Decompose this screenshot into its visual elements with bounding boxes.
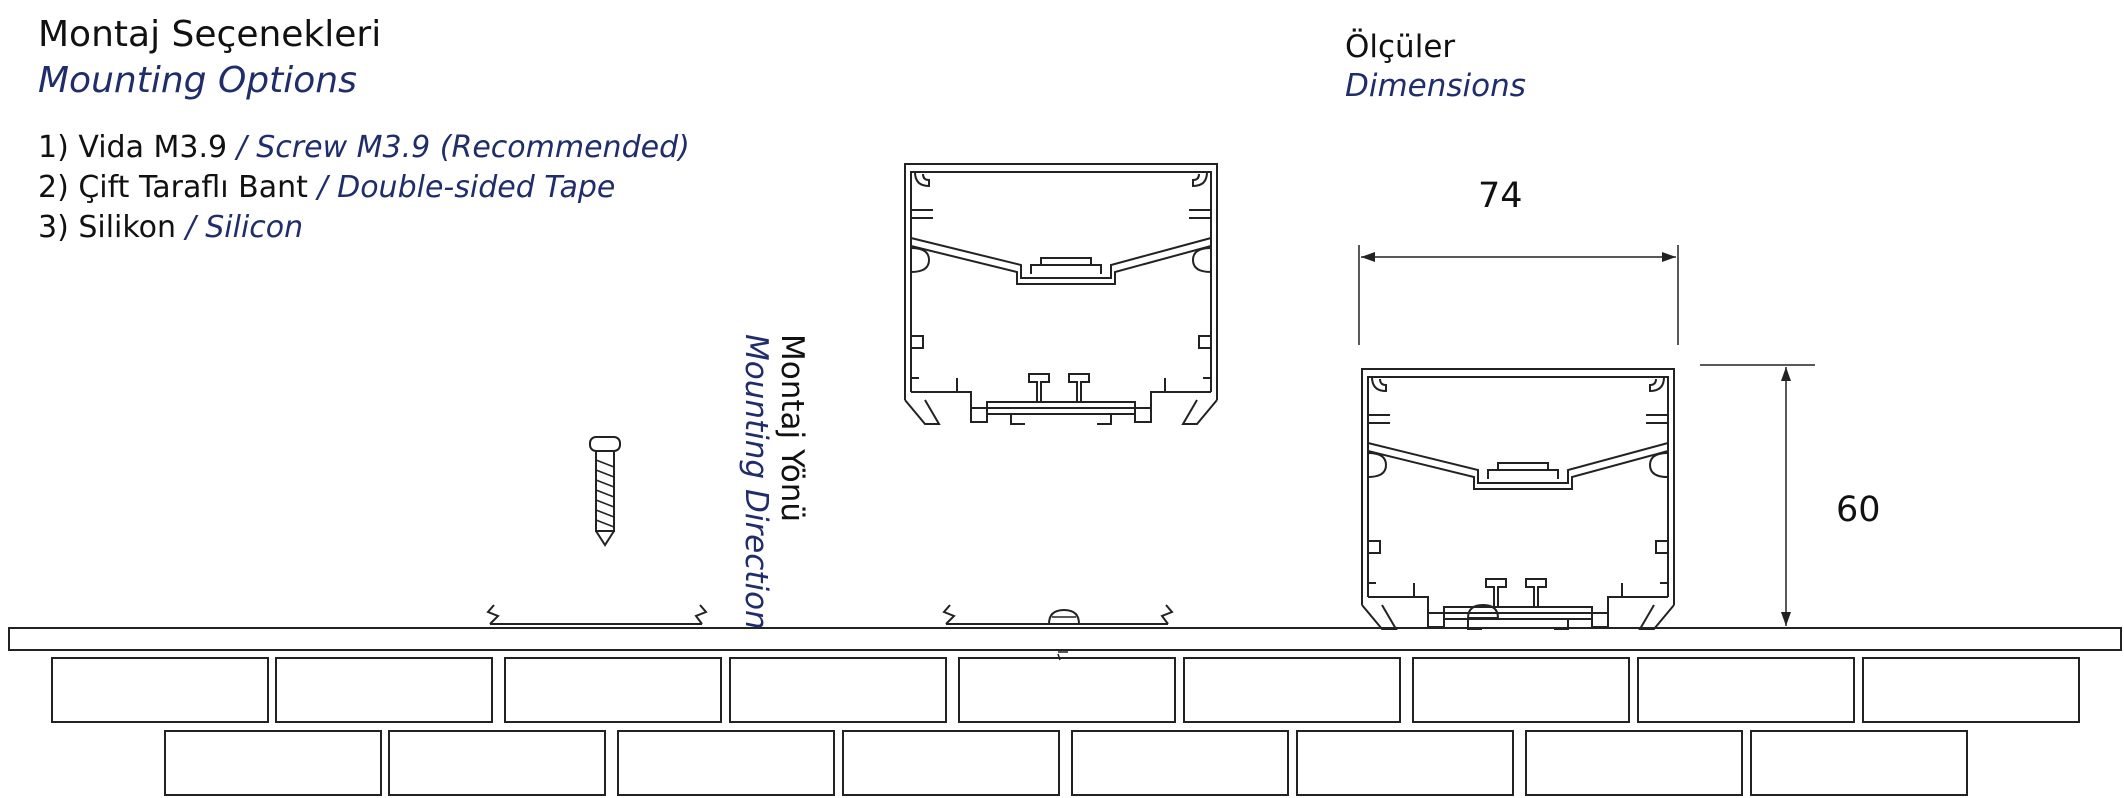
mounting-direction-label: Montaj Yönü Mounting Direction — [738, 334, 810, 630]
brick — [164, 730, 382, 796]
brick — [1862, 657, 2080, 723]
brick — [388, 730, 606, 796]
brick — [1525, 730, 1743, 796]
height-value: 60 — [1836, 490, 1881, 530]
width-value: 74 — [1478, 176, 1523, 216]
profile-floating — [904, 163, 1218, 425]
brick — [1183, 657, 1401, 723]
brick — [729, 657, 947, 723]
option-silicon: 3) Silikon / Silicon — [38, 210, 304, 245]
mounting-clip-2 — [942, 604, 1174, 661]
mounting-options-list: 1) Vida M3.9 / Screw M3.9 (Recommended) … — [38, 128, 690, 248]
brick — [617, 730, 835, 796]
screw-icon — [589, 436, 621, 547]
brick — [1296, 730, 1514, 796]
mounting-surface — [8, 627, 2122, 651]
option-tape: 2) Çift Taraflı Bant / Double-sided Tape — [38, 170, 616, 205]
width-dimension-line — [1358, 245, 1679, 345]
brick — [275, 657, 493, 723]
dimensions-subtitle: Dimensions — [1345, 68, 1526, 104]
brick — [958, 657, 1176, 723]
brick — [1750, 730, 1968, 796]
brick-wall — [51, 657, 2080, 796]
dimensions-title: Ölçüler — [1345, 29, 1456, 65]
brick — [1071, 730, 1289, 796]
brick — [1637, 657, 1855, 723]
brick — [842, 730, 1060, 796]
option-screw: 1) Vida M3.9 / Screw M3.9 (Recommended) — [38, 130, 690, 165]
height-dimension-line — [1700, 364, 1815, 626]
profile-mounted — [1361, 368, 1675, 630]
brick — [504, 657, 722, 723]
brick — [51, 657, 269, 723]
mounting-options-title: Montaj Seçenekleri — [38, 14, 382, 55]
brick — [1412, 657, 1630, 723]
mounting-options-subtitle: Mounting Options — [38, 60, 357, 101]
mounting-clip-1 — [486, 604, 708, 625]
